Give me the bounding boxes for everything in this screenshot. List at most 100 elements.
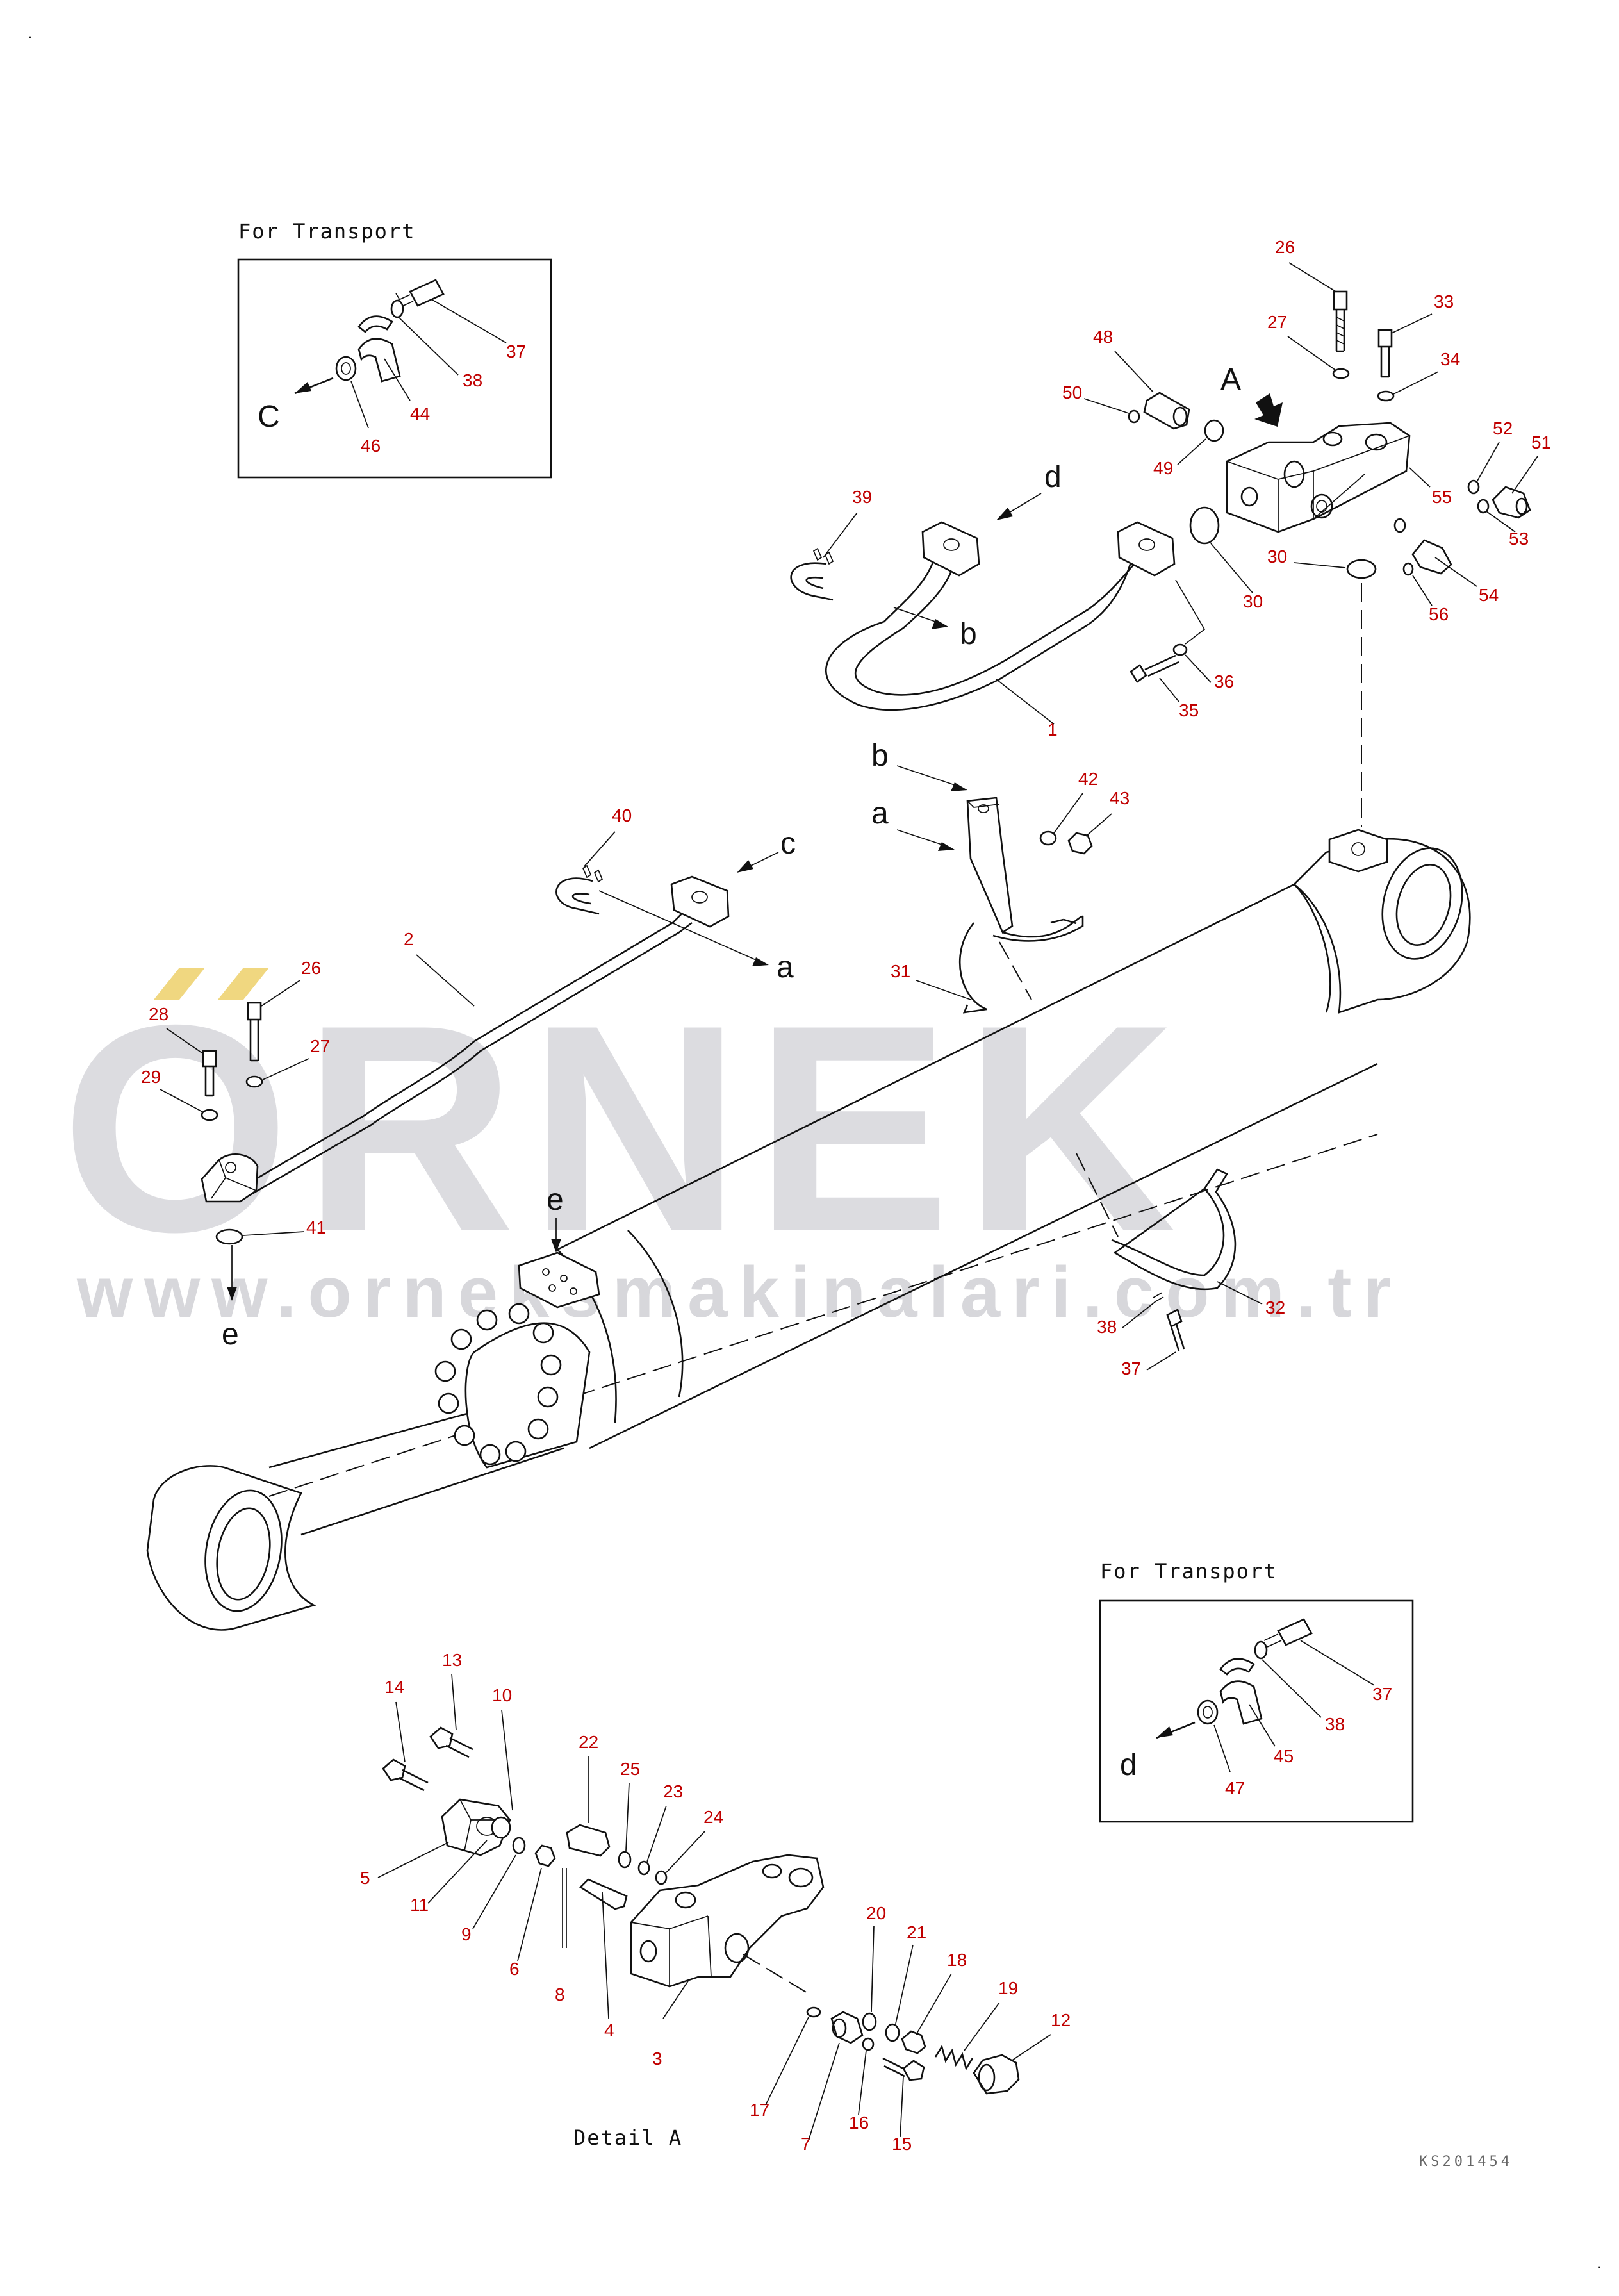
callout-37: 37 (1372, 1684, 1392, 1704)
letter-e: e (222, 1317, 239, 1351)
rod-eye (146, 1465, 316, 1631)
callout-56: 56 (1429, 604, 1449, 624)
callout-35: 35 (1179, 700, 1199, 720)
clamp-part (357, 338, 401, 383)
callout-12: 12 (1051, 2010, 1071, 2030)
callout-10: 10 (492, 1685, 512, 1705)
plug-part (830, 2011, 864, 2044)
corner-dot: . (1595, 2256, 1604, 2272)
callout-49: 49 (1153, 458, 1173, 478)
poppet-part (901, 2030, 926, 2054)
callout-55: 55 (1432, 487, 1452, 507)
callout-38: 38 (1325, 1714, 1345, 1734)
callout-20: 20 (866, 1903, 886, 1923)
clamp-band-32 (1111, 1188, 1225, 1276)
callout-27: 27 (1267, 312, 1287, 332)
washer-part (1332, 368, 1350, 379)
transport-detail-d: For Transport d 37 38 45 47 (1099, 1559, 1414, 1823)
fitting-part (1411, 539, 1452, 575)
pipe-1 (825, 538, 1135, 711)
bolt-part (409, 279, 445, 307)
detail-caption: Detail A (573, 2126, 682, 2150)
o-ring-part (885, 2023, 900, 2042)
callout-28: 28 (149, 1004, 168, 1024)
callout-43: 43 (1110, 788, 1130, 808)
washer-part (1172, 643, 1188, 656)
letter-d: d (1120, 1748, 1137, 1782)
hydraulic-cylinder: e (146, 583, 1471, 1631)
pipe-2 (244, 909, 686, 1187)
rod-eye-bore (204, 1489, 283, 1612)
callout-37: 37 (506, 342, 526, 361)
bolt-part (1377, 329, 1393, 348)
o-ring-part (1204, 419, 1224, 442)
callout-36: 36 (1214, 672, 1234, 691)
bolt-part (247, 1002, 262, 1021)
plug-part (973, 2054, 1020, 2095)
bottom-eye-bore (1381, 847, 1463, 960)
pipe-flange (670, 875, 730, 928)
head-bolts (434, 1303, 562, 1466)
o-ring-part (806, 2006, 821, 2018)
callout-50: 50 (1062, 383, 1082, 402)
transport-detail-c: For Transport C 37 38 44 46 (237, 219, 552, 479)
clamp-31-assembly: b a 42 43 31 (871, 739, 1130, 1014)
valve-block-assembly: 26 27 33 34 A 48 50 (1062, 237, 1551, 624)
detail-a-exploded: 14 13 10 5 11 9 6 8 22 (360, 1650, 1071, 2154)
u-bolt-part (790, 562, 834, 601)
callout-21: 21 (907, 1922, 926, 1942)
callout-3: 3 (652, 2049, 662, 2069)
callout-44: 44 (410, 404, 430, 424)
o-ring-part (1128, 409, 1140, 424)
watermark-url: www.orneksmakinalari.com.tr (76, 1252, 1402, 1332)
o-ring-part (491, 1816, 511, 1839)
pin-part (562, 1868, 567, 1948)
clamp-part (1219, 1680, 1263, 1725)
watermark-accent (218, 968, 269, 1000)
o-ring-part (862, 2012, 877, 2031)
callout-22: 22 (579, 1732, 598, 1752)
callout-42: 42 (1078, 769, 1098, 789)
letter-A: A (1220, 363, 1241, 397)
letter-e: e (547, 1183, 564, 1217)
callout-8: 8 (555, 1985, 565, 2004)
letter-a: a (777, 950, 794, 984)
callout-27: 27 (310, 1036, 330, 1056)
callout-38: 38 (463, 370, 482, 390)
clamp-32-assembly: 32 38 37 (1076, 1153, 1285, 1378)
callout-29: 29 (141, 1067, 161, 1087)
callout-2: 2 (404, 929, 414, 949)
washer-part (1254, 1640, 1268, 1660)
letter-a: a (871, 797, 889, 830)
callout-7: 7 (801, 2134, 811, 2154)
transport-caption: For Transport (1100, 1559, 1277, 1583)
o-ring-part (618, 1851, 632, 1869)
callout-32: 32 (1265, 1298, 1285, 1317)
callout-37: 37 (1121, 1359, 1141, 1378)
callout-52: 52 (1493, 418, 1513, 438)
cylinder-tube (557, 883, 1378, 1449)
bottom-port (1328, 829, 1388, 873)
callout-6: 6 (509, 1959, 520, 1979)
callout-41: 41 (306, 1218, 326, 1237)
callout-30: 30 (1243, 591, 1263, 611)
callout-13: 13 (442, 1650, 462, 1670)
callout-45: 45 (1274, 1746, 1294, 1766)
callout-54: 54 (1479, 585, 1499, 605)
watermark: ORNEK www.orneksmakinalari.com.tr (61, 964, 1402, 1332)
bolt-part (1166, 1309, 1183, 1328)
bolt-part (1130, 664, 1147, 683)
o-ring-part (215, 1228, 243, 1245)
nut-part (335, 356, 357, 381)
fitting-part (566, 1824, 611, 1857)
letter-b: b (871, 739, 889, 773)
o-ring-part (1346, 559, 1377, 579)
o-ring-part (512, 1837, 526, 1854)
callout-51: 51 (1531, 433, 1551, 452)
callout-23: 23 (663, 1781, 683, 1801)
callout-31: 31 (891, 961, 910, 981)
callout-16: 16 (849, 2113, 869, 2133)
watermark-brand: ORNEK (61, 964, 1189, 1293)
callout-33: 33 (1434, 292, 1454, 311)
transport-frame (237, 258, 552, 479)
